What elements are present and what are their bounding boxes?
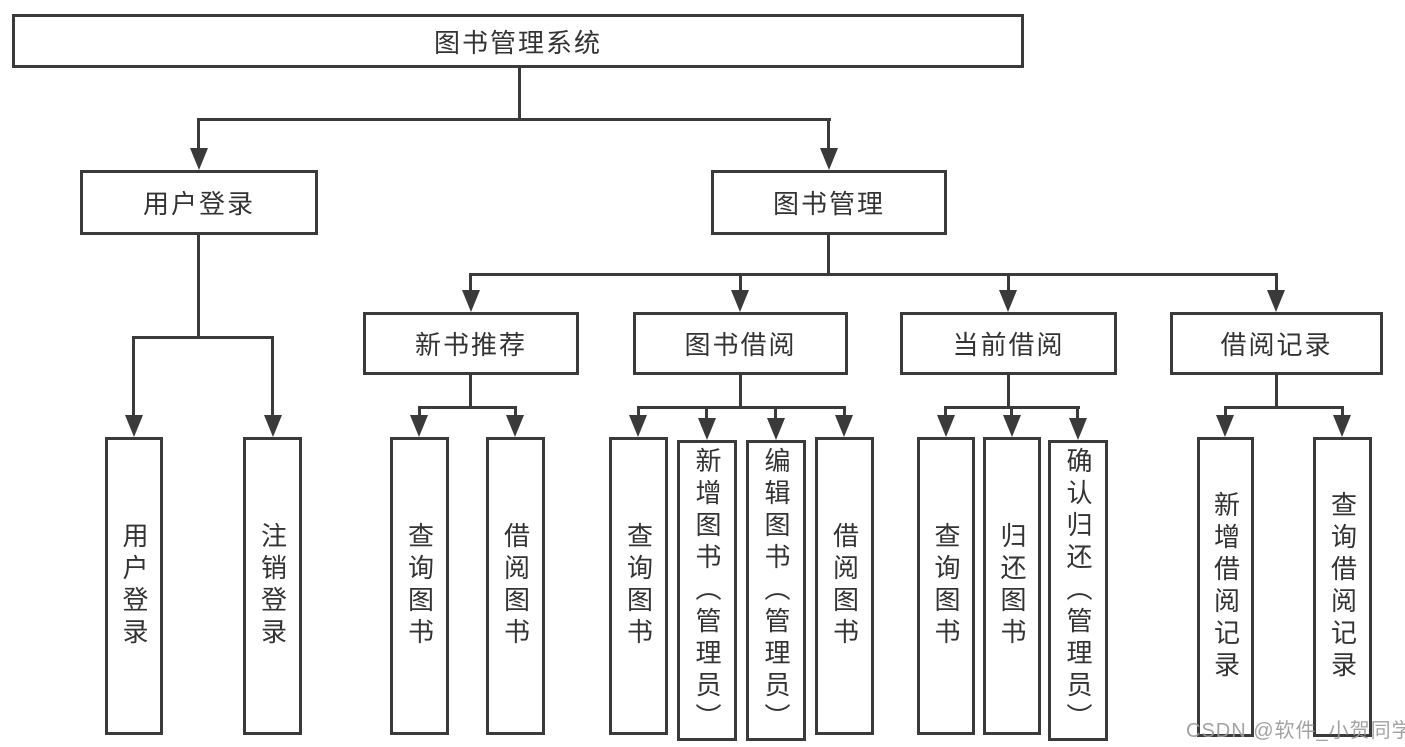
connector-line xyxy=(944,406,947,415)
connector-line xyxy=(1007,273,1010,291)
connector-line xyxy=(514,406,517,415)
leaf-query-book-borrow: 查询图书 xyxy=(609,437,668,735)
arrow-down-icon xyxy=(937,415,955,437)
arrow-down-icon xyxy=(820,148,838,170)
connector-line xyxy=(418,406,517,409)
connector-line xyxy=(827,235,830,276)
node-book-borrow: 图书借阅 xyxy=(633,312,848,375)
connector-line xyxy=(774,406,777,418)
arrow-down-icon xyxy=(410,415,428,437)
leaf-user-login: 用户登录 xyxy=(105,437,163,735)
connector-line xyxy=(705,406,708,418)
connector-line xyxy=(418,406,421,415)
connector-line xyxy=(469,375,472,409)
leaf-return-book: 归还图书 xyxy=(983,437,1041,735)
arrow-down-icon xyxy=(835,415,853,437)
arrow-down-icon xyxy=(629,415,647,437)
connector-line xyxy=(739,375,742,409)
node-user-login: 用户登录 xyxy=(80,170,318,235)
arrow-down-icon xyxy=(1216,415,1234,437)
arrow-down-icon xyxy=(999,290,1017,312)
leaf-add-book-admin: 新增图书（管理员） xyxy=(677,440,737,741)
arrow-down-icon xyxy=(125,415,143,437)
leaf-query-book-current: 查询图书 xyxy=(917,437,975,735)
node-borrow-records: 借阅记录 xyxy=(1170,312,1383,375)
connector-line xyxy=(827,118,830,148)
connector-line xyxy=(518,68,521,121)
connector-line xyxy=(1007,375,1010,409)
connector-line xyxy=(1224,406,1227,415)
arrow-down-icon xyxy=(190,148,208,170)
arrow-down-icon xyxy=(1069,418,1087,440)
arrow-down-icon xyxy=(767,418,785,440)
leaf-borrow-book: 借阅图书 xyxy=(815,437,874,735)
connector-line xyxy=(132,336,274,339)
node-new-book-recommend: 新书推荐 xyxy=(363,312,579,375)
connector-line xyxy=(197,235,200,339)
connector-line xyxy=(1076,406,1079,418)
leaf-borrow-book-recommend: 借阅图书 xyxy=(486,437,545,735)
leaf-query-borrow-record: 查询借阅记录 xyxy=(1313,437,1372,737)
node-root: 图书管理系统 xyxy=(12,14,1024,68)
arrow-down-icon xyxy=(1267,290,1285,312)
connector-line xyxy=(1341,406,1344,415)
arrow-down-icon xyxy=(264,415,282,437)
connector-line xyxy=(1275,273,1278,291)
leaf-confirm-return-admin: 确认归还（管理员） xyxy=(1048,440,1108,741)
connector-line xyxy=(843,406,846,415)
node-book-management: 图书管理 xyxy=(711,170,947,235)
node-current-borrow: 当前借阅 xyxy=(900,312,1117,375)
connector-line xyxy=(1010,406,1013,415)
connector-line xyxy=(132,336,135,416)
connector-line xyxy=(197,118,831,121)
connector-line xyxy=(739,273,742,291)
leaf-add-borrow-record: 新增借阅记录 xyxy=(1197,437,1254,737)
connector-line xyxy=(271,336,274,416)
leaf-query-book-recommend: 查询图书 xyxy=(390,437,449,735)
arrow-down-icon xyxy=(698,418,716,440)
connector-line xyxy=(637,406,640,415)
watermark: CSDN @软件_小贺同学 xyxy=(1186,720,1405,742)
connector-line xyxy=(197,118,200,148)
connector-line xyxy=(1275,375,1278,409)
arrow-down-icon xyxy=(506,415,524,437)
connector-line xyxy=(1224,406,1344,409)
arrow-down-icon xyxy=(1333,415,1351,437)
connector-line xyxy=(469,273,472,291)
leaf-edit-book-admin: 编辑图书（管理员） xyxy=(746,440,806,741)
arrow-down-icon xyxy=(1003,415,1021,437)
connector-line xyxy=(469,273,1278,276)
arrow-down-icon xyxy=(462,290,480,312)
connector-line xyxy=(637,406,846,409)
leaf-logout-login: 注销登录 xyxy=(243,437,302,735)
arrow-down-icon xyxy=(731,290,749,312)
